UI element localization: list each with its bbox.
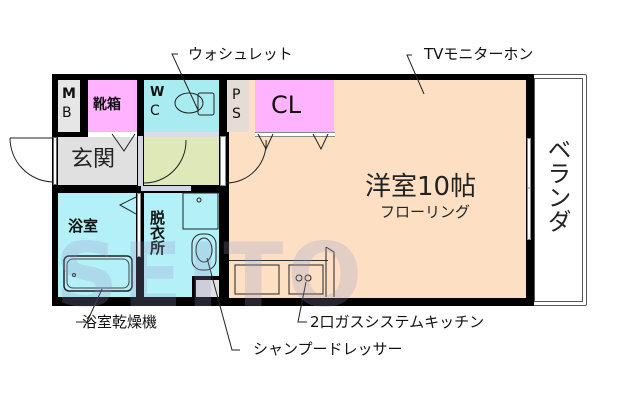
veranda-window — [527, 138, 531, 240]
western-room-label: 洋室10帖 — [365, 172, 477, 202]
tv-intercom-callout: TVモニターホン — [424, 45, 534, 63]
washlet-callout: ウォシュレット — [188, 45, 293, 63]
mb-space: M B — [58, 80, 80, 132]
veranda-label: ベランダ — [543, 137, 571, 233]
watermark: SEITO — [55, 224, 367, 327]
bathroom: 浴室 — [58, 193, 136, 297]
ps-space: P S — [227, 80, 249, 132]
western-room-sublabel: フローリング — [380, 203, 471, 221]
entrance: 玄関 — [58, 137, 137, 185]
closet: CL — [255, 80, 334, 132]
bathroom-dryer-callout: 浴室乾燥機 — [82, 313, 158, 331]
kitchen-callout: 2口ガスシステムキッチン — [310, 313, 485, 331]
veranda: ベランダ — [530, 74, 587, 306]
wc: W C — [144, 80, 219, 132]
shoe-cabinet: 靴箱 — [88, 80, 137, 132]
shampoo-dresser-callout: シャンプードレッサー — [253, 340, 403, 358]
